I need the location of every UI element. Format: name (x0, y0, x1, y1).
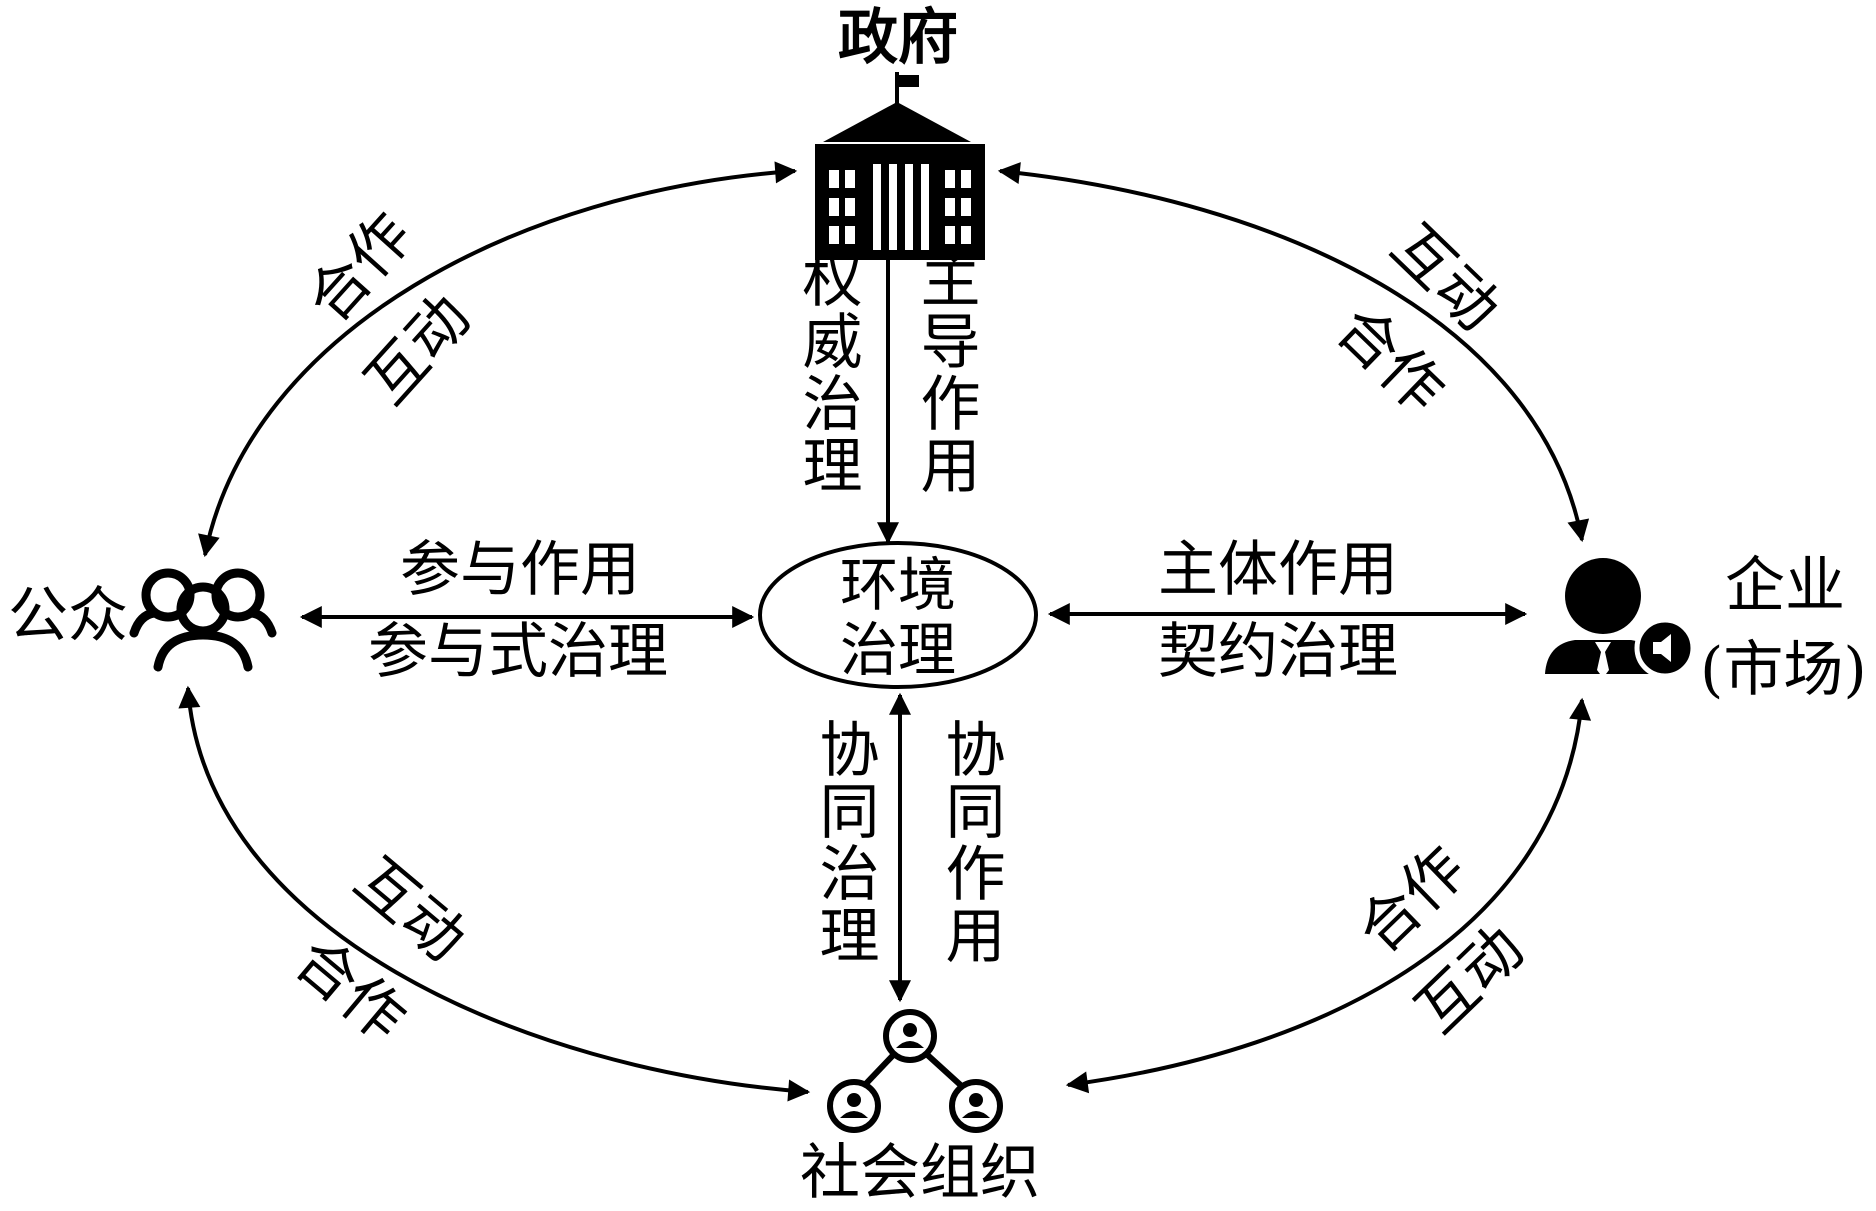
label-participation-role: 参与作用 (400, 535, 640, 605)
node-label-enterprise-market: (市场) (1700, 635, 1867, 705)
label-collaborative-governance: 协同治理 (809, 718, 879, 966)
node-label-government: 政府 (838, 3, 958, 73)
label-participatory-governance: 参与式治理 (368, 617, 668, 687)
center-label-line2: 治理 (839, 616, 956, 684)
center-ellipse (758, 541, 1038, 689)
arc-gov-public (198, 161, 798, 558)
label-contract-governance: 契约治理 (1158, 617, 1398, 687)
node-label-public: 公众 (8, 581, 128, 651)
label-collaborative-role: 协同作用 (935, 718, 1005, 966)
label-authority-governance: 权威治理 (792, 248, 862, 496)
network-of-people-icon (827, 1009, 1003, 1133)
businessman-icon (1545, 558, 1696, 679)
label-subject-role: 主体作用 (1158, 535, 1398, 605)
people-group-icon (129, 568, 277, 672)
government-building-icon (815, 72, 985, 260)
label-leading-role: 主导作用 (910, 248, 980, 496)
node-label-social-org: 社会组织 (800, 1138, 1040, 1208)
arc-gov-enterprise (997, 162, 1590, 543)
arc-enterprise-org (1065, 697, 1592, 1094)
arc-public-org (178, 685, 811, 1102)
center-label-line1: 环境 (839, 551, 956, 619)
node-label-enterprise: 企业 (1725, 551, 1845, 621)
